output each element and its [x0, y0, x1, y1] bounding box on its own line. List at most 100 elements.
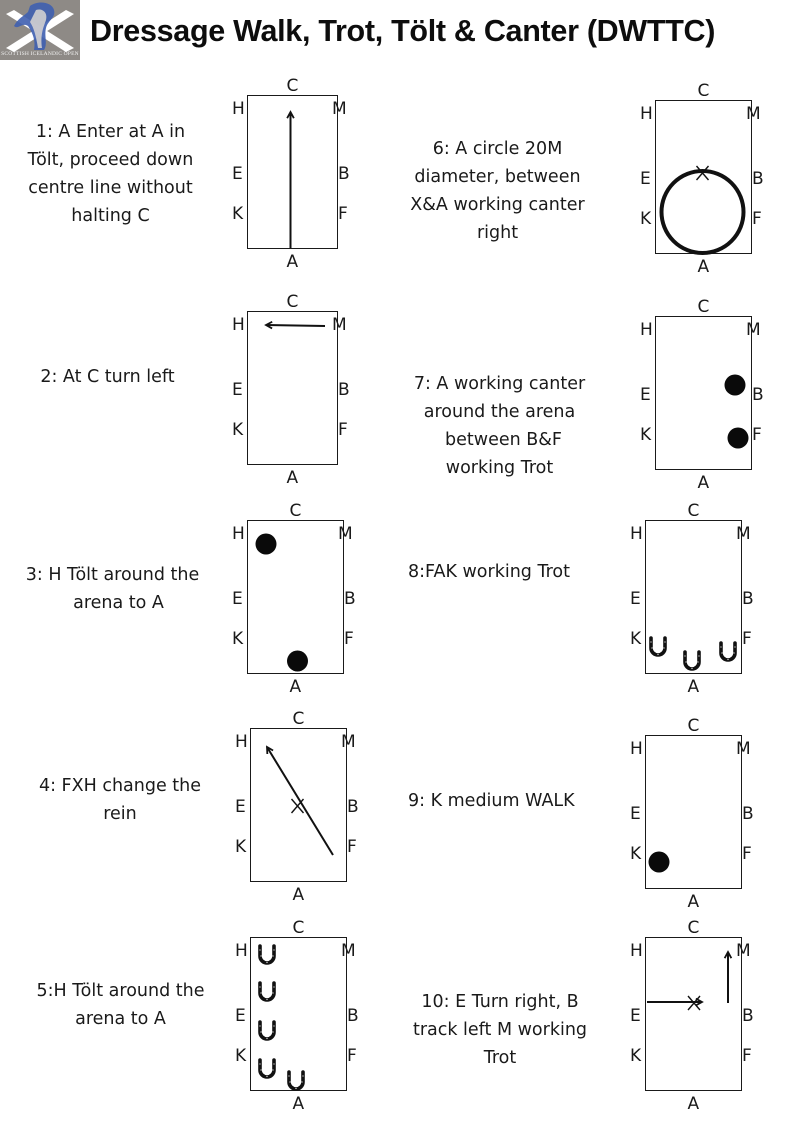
marker-f: F	[752, 209, 762, 229]
arena-9	[645, 735, 742, 889]
marker-m: M	[746, 104, 761, 124]
arena-5	[250, 937, 347, 1092]
marker-f: F	[347, 1046, 357, 1066]
centre-line-arrow	[286, 110, 296, 249]
text-line: 9: K medium WALK	[408, 791, 575, 811]
text-line: 1: A Enter at A in	[35, 122, 186, 142]
marker-m: M	[736, 941, 751, 961]
marker-e: E	[232, 380, 243, 400]
marker-m: M	[746, 320, 761, 340]
text-line: working Trot	[445, 458, 554, 478]
text-line: rein	[103, 804, 137, 824]
marker-b: B	[338, 380, 350, 400]
text-line: 10: E Turn right, B	[421, 992, 579, 1012]
arena-figure	[286, 110, 296, 249]
marker-f: F	[742, 1046, 752, 1066]
marker-h: H	[232, 524, 245, 544]
step-3-text: 3: H Tölt around the arena to A	[5, 561, 220, 617]
text-line: between B&F	[445, 430, 562, 450]
text-line: arena to A	[75, 1009, 166, 1029]
arena-10	[645, 937, 742, 1091]
arena-figure	[648, 851, 670, 873]
text-line: 7: A working canter	[413, 374, 586, 394]
marker-e: E	[232, 589, 243, 609]
marker-c: C	[697, 297, 710, 317]
marker-m: M	[736, 524, 751, 544]
marker-m: M	[332, 315, 347, 335]
marker-m: M	[341, 941, 356, 961]
arena-7	[655, 316, 752, 470]
marker-k: K	[232, 420, 244, 440]
arena-figure	[255, 533, 309, 672]
arena-figure	[647, 950, 733, 1011]
text-line: Tölt, proceed down	[27, 150, 194, 170]
text-line: 6: A circle 20M	[432, 139, 563, 159]
dot-f	[727, 427, 749, 449]
marker-k: K	[235, 1046, 247, 1066]
marker-k: K	[630, 1046, 642, 1066]
horseshoe-icon	[649, 636, 668, 658]
marker-b: B	[752, 169, 764, 189]
marker-f: F	[752, 425, 762, 445]
marker-e: E	[640, 385, 651, 405]
dot-h	[255, 533, 277, 555]
text-line: Trot	[483, 1048, 517, 1068]
marker-b: B	[742, 804, 754, 824]
arena-4	[250, 728, 347, 882]
marker-k: K	[640, 425, 652, 445]
marker-a: A	[687, 1094, 700, 1114]
text-line: centre line without	[28, 178, 193, 198]
dot-b	[724, 374, 746, 396]
horseshoe-icon	[258, 981, 277, 1003]
text-line: right	[476, 223, 519, 243]
marker-h: H	[232, 315, 245, 335]
marker-b: B	[347, 797, 359, 817]
marker-e: E	[630, 589, 641, 609]
marker-a: A	[697, 257, 710, 277]
marker-b: B	[742, 589, 754, 609]
marker-a: A	[687, 677, 700, 697]
marker-a: A	[292, 885, 305, 905]
marker-k: K	[232, 204, 244, 224]
step-9-text: 9: K medium WALK	[402, 787, 597, 815]
horseshoe-icon	[258, 1020, 277, 1042]
step-7-text: 7: A working canter around the arena bet…	[402, 370, 597, 482]
horseshoe-icon	[683, 650, 702, 672]
marker-b: B	[338, 164, 350, 184]
arena-1	[247, 95, 338, 249]
horseshoe-icon	[287, 1070, 306, 1092]
arena-figure	[659, 165, 746, 256]
marker-c: C	[697, 81, 710, 101]
marker-f: F	[338, 204, 348, 224]
marker-h: H	[630, 739, 643, 759]
marker-c: C	[286, 292, 299, 312]
marker-f: F	[347, 837, 357, 857]
marker-m: M	[332, 99, 347, 119]
marker-c: C	[292, 709, 305, 729]
marker-e: E	[235, 797, 246, 817]
marker-k: K	[232, 629, 244, 649]
arena-8	[645, 520, 742, 674]
logo-text: SCOTTISH ICELANDIC OPEN	[1, 51, 79, 57]
marker-b: B	[742, 1006, 754, 1026]
marker-b: B	[752, 385, 764, 405]
marker-a: A	[286, 468, 299, 488]
horseshoe-icon	[719, 641, 738, 663]
marker-a: A	[292, 1094, 305, 1114]
circle-path	[659, 169, 746, 256]
x-marker	[291, 798, 305, 814]
arena-3	[247, 520, 344, 674]
marker-b: B	[344, 589, 356, 609]
marker-f: F	[742, 844, 752, 864]
marker-c: C	[286, 76, 299, 96]
text-line: arena to A	[73, 593, 164, 613]
marker-h: H	[640, 320, 653, 340]
marker-e: E	[232, 164, 243, 184]
text-line: 8:FAK working Trot	[408, 562, 570, 582]
text-line: 2: At C turn left	[40, 367, 175, 387]
marker-h: H	[630, 941, 643, 961]
marker-f: F	[344, 629, 354, 649]
marker-c: C	[687, 716, 700, 736]
marker-k: K	[235, 837, 247, 857]
marker-a: A	[286, 252, 299, 272]
